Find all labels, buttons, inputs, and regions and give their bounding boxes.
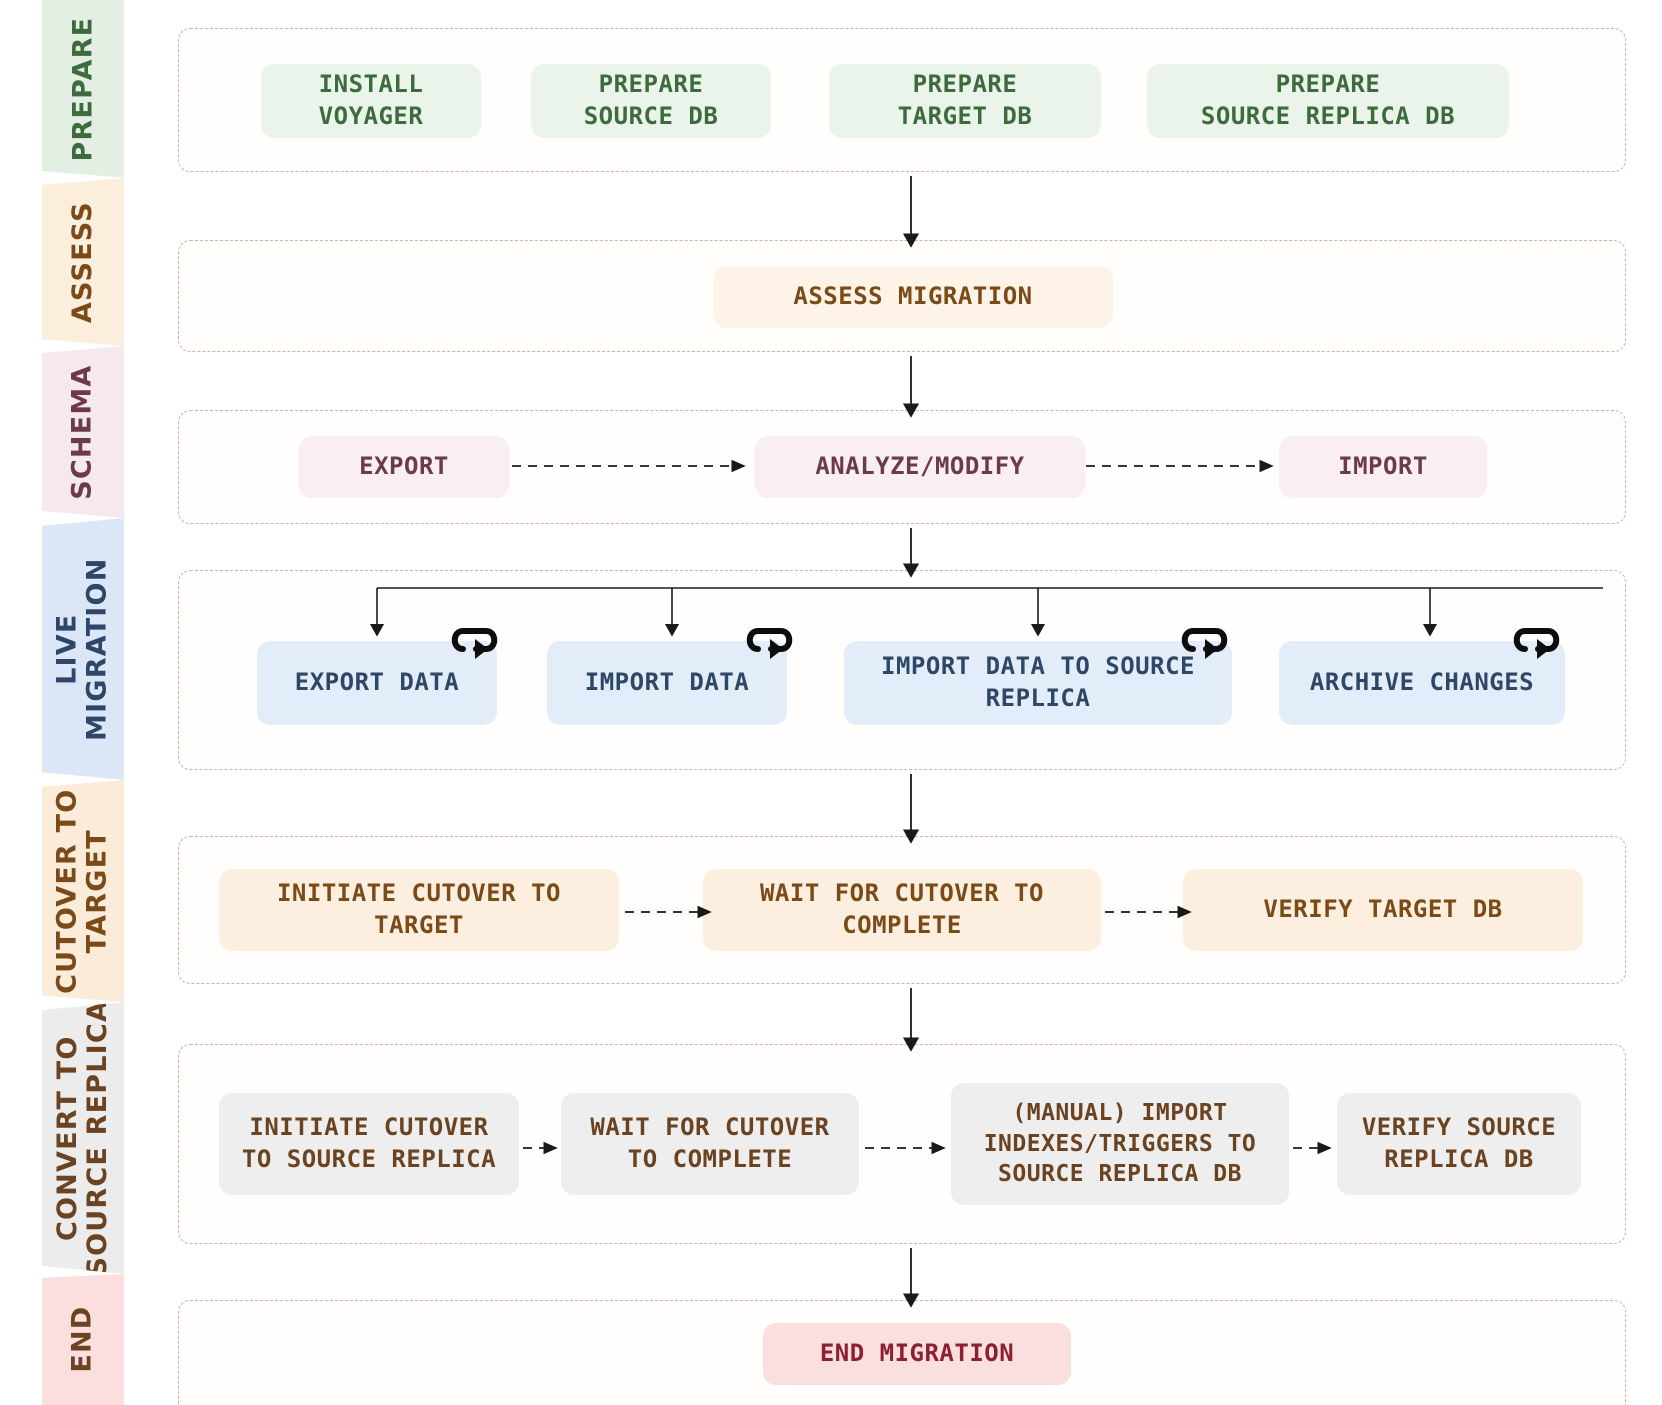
node-import-data[interactable]: IMPORT DATA (547, 641, 787, 725)
phase-band-end: END (42, 1274, 124, 1405)
phase-ribbon: PREPARE ASSESS SCHEMA LIVE MIGRATION CUT… (42, 0, 124, 1405)
phase-container-schema: EXPORT ANALYZE/MODIFY IMPORT (178, 410, 1626, 524)
repeat-loop-icon-archive-changes (1513, 628, 1560, 659)
phase-band-label-assess: ASSESS (66, 201, 98, 323)
node-wait-for-cutover-to-complete-target[interactable]: WAIT FOR CUTOVER TO COMPLETE (703, 869, 1101, 951)
phase-band-label-end: END (66, 1305, 98, 1374)
phase-band-assess: ASSESS (42, 178, 124, 346)
phase-band-live-migration: LIVE MIGRATION (42, 518, 124, 780)
node-verify-source-replica-db[interactable]: VERIFY SOURCE REPLICA DB (1337, 1093, 1581, 1195)
phase-container-cutover-to-target: INITIATE CUTOVER TO TARGET WAIT FOR CUTO… (178, 836, 1626, 984)
phase-container-convert-to-source-replica: INITIATE CUTOVER TO SOURCE REPLICA WAIT … (178, 1044, 1626, 1244)
phase-container-live-migration: EXPORT DATA IMPORT DATA IMPORT DATA TO S… (178, 570, 1626, 770)
node-prepare-target-db[interactable]: PREPARE TARGET DB (829, 64, 1101, 138)
phase-container-assess: ASSESS MIGRATION (178, 240, 1626, 352)
phase-band-label-live-migration: LIVE MIGRATION (51, 557, 114, 741)
repeat-loop-icon-export-data (451, 628, 498, 659)
node-schema-export[interactable]: EXPORT (299, 436, 509, 498)
phase-band-label-prepare: PREPARE (66, 16, 98, 162)
node-install-voyager[interactable]: INSTALL VOYAGER (261, 64, 481, 138)
phase-container-prepare: INSTALL VOYAGER PREPARE SOURCE DB PREPAR… (178, 28, 1626, 172)
node-schema-import[interactable]: IMPORT (1279, 436, 1487, 498)
node-schema-analyze-modify[interactable]: ANALYZE/MODIFY (755, 436, 1085, 498)
phase-band-convert-to-source-replica: CONVERT TO SOURCE REPLICA (42, 1002, 124, 1274)
node-initiate-cutover-to-source-replica[interactable]: INITIATE CUTOVER TO SOURCE REPLICA (219, 1093, 519, 1195)
phase-band-label-cutover-to-target: CUTOVER TO TARGET (51, 788, 114, 994)
node-end-migration[interactable]: END MIGRATION (763, 1323, 1071, 1385)
repeat-loop-icon-import-data (746, 628, 793, 659)
phase-band-prepare: PREPARE (42, 0, 124, 178)
node-manual-import-indexes-triggers[interactable]: (MANUAL) IMPORT INDEXES/TRIGGERS TO SOUR… (951, 1083, 1289, 1205)
phase-band-cutover-to-target: CUTOVER TO TARGET (42, 780, 124, 1002)
node-prepare-source-replica-db[interactable]: PREPARE SOURCE REPLICA DB (1147, 64, 1509, 138)
phase-band-label-convert-to-source-replica: CONVERT TO SOURCE REPLICA (51, 999, 113, 1277)
node-wait-for-cutover-to-complete-replica[interactable]: WAIT FOR CUTOVER TO COMPLETE (561, 1093, 859, 1195)
node-export-data[interactable]: EXPORT DATA (257, 641, 497, 725)
repeat-loop-icon-import-data-to-source-replica (1181, 628, 1228, 659)
node-initiate-cutover-to-target[interactable]: INITIATE CUTOVER TO TARGET (219, 869, 619, 951)
node-verify-target-db[interactable]: VERIFY TARGET DB (1183, 869, 1583, 951)
phase-container-end: END MIGRATION (178, 1300, 1626, 1405)
node-archive-changes[interactable]: ARCHIVE CHANGES (1279, 641, 1565, 725)
node-prepare-source-db[interactable]: PREPARE SOURCE DB (531, 64, 771, 138)
node-import-data-to-source-replica[interactable]: IMPORT DATA TO SOURCE REPLICA (844, 641, 1232, 725)
phase-band-label-schema: SCHEMA (66, 364, 98, 500)
phase-band-schema: SCHEMA (42, 346, 124, 518)
node-assess-migration[interactable]: ASSESS MIGRATION (713, 266, 1113, 328)
